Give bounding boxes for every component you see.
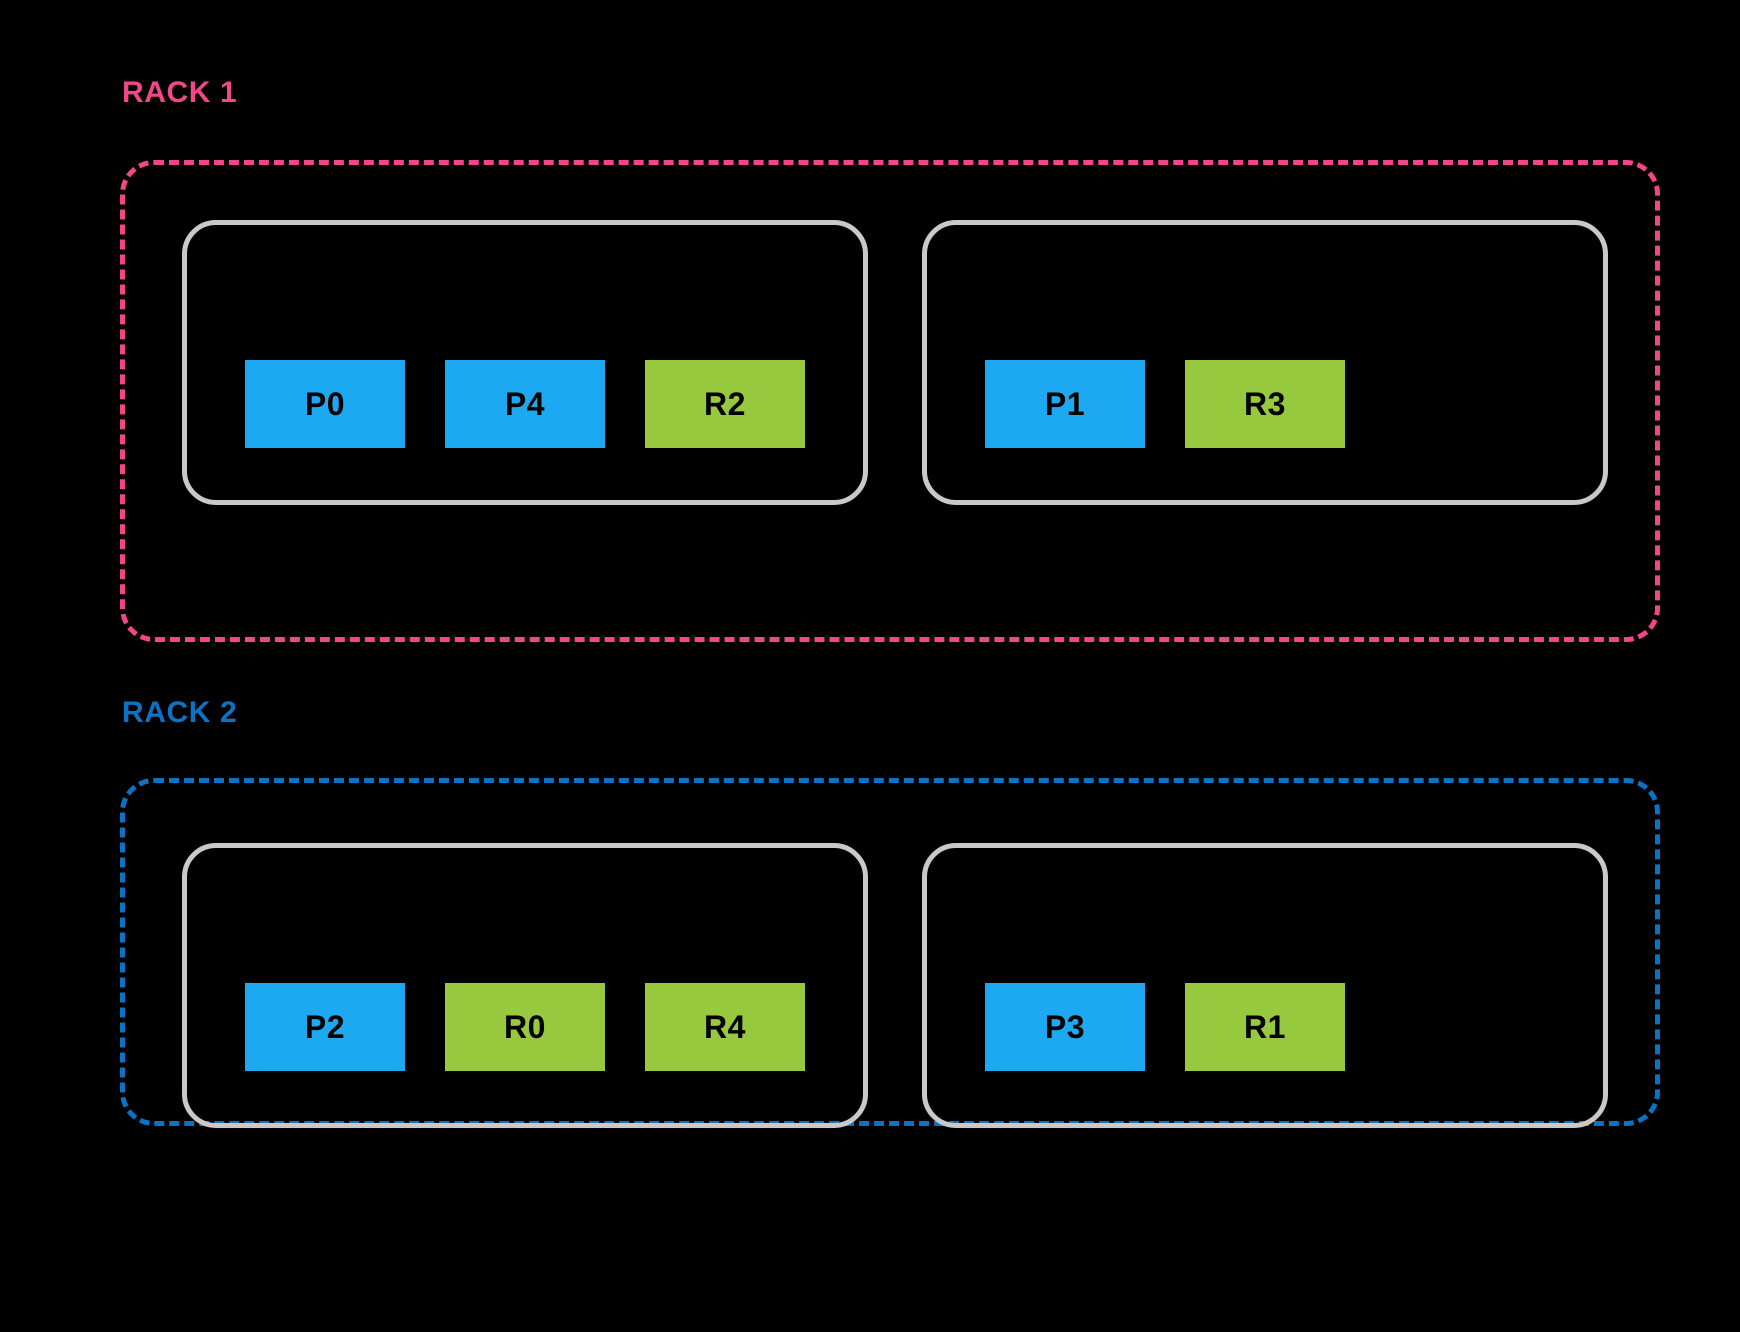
node-2-2[interactable]: P3 R1 bbox=[922, 843, 1608, 1128]
node-slot-row: P2 R0 R4 bbox=[187, 983, 863, 1071]
primary-partition-p1[interactable]: P1 bbox=[985, 360, 1145, 448]
replica-partition-r1[interactable]: R1 bbox=[1185, 983, 1345, 1071]
rack-boundary-1 bbox=[120, 160, 1660, 642]
replica-partition-r4[interactable]: R4 bbox=[645, 983, 805, 1071]
node-2-1[interactable]: P2 R0 R4 bbox=[182, 843, 868, 1128]
rack-label-2: RACK 2 bbox=[122, 696, 238, 729]
replica-partition-r2[interactable]: R2 bbox=[645, 360, 805, 448]
node-slot-row: P0 P4 R2 bbox=[187, 360, 863, 448]
primary-partition-p3[interactable]: P3 bbox=[985, 983, 1145, 1071]
rack-label-1: RACK 1 bbox=[122, 76, 238, 109]
node-slot-row: P1 R3 bbox=[927, 360, 1603, 448]
replica-partition-r0[interactable]: R0 bbox=[445, 983, 605, 1071]
node-slot-row: P3 R1 bbox=[927, 983, 1603, 1071]
primary-partition-p2[interactable]: P2 bbox=[245, 983, 405, 1071]
primary-partition-p0[interactable]: P0 bbox=[245, 360, 405, 448]
rack-boundary-2 bbox=[120, 778, 1660, 1126]
node-1-2[interactable]: P1 R3 bbox=[922, 220, 1608, 505]
node-1-1[interactable]: P0 P4 R2 bbox=[182, 220, 868, 505]
primary-partition-p4[interactable]: P4 bbox=[445, 360, 605, 448]
replica-partition-r3[interactable]: R3 bbox=[1185, 360, 1345, 448]
